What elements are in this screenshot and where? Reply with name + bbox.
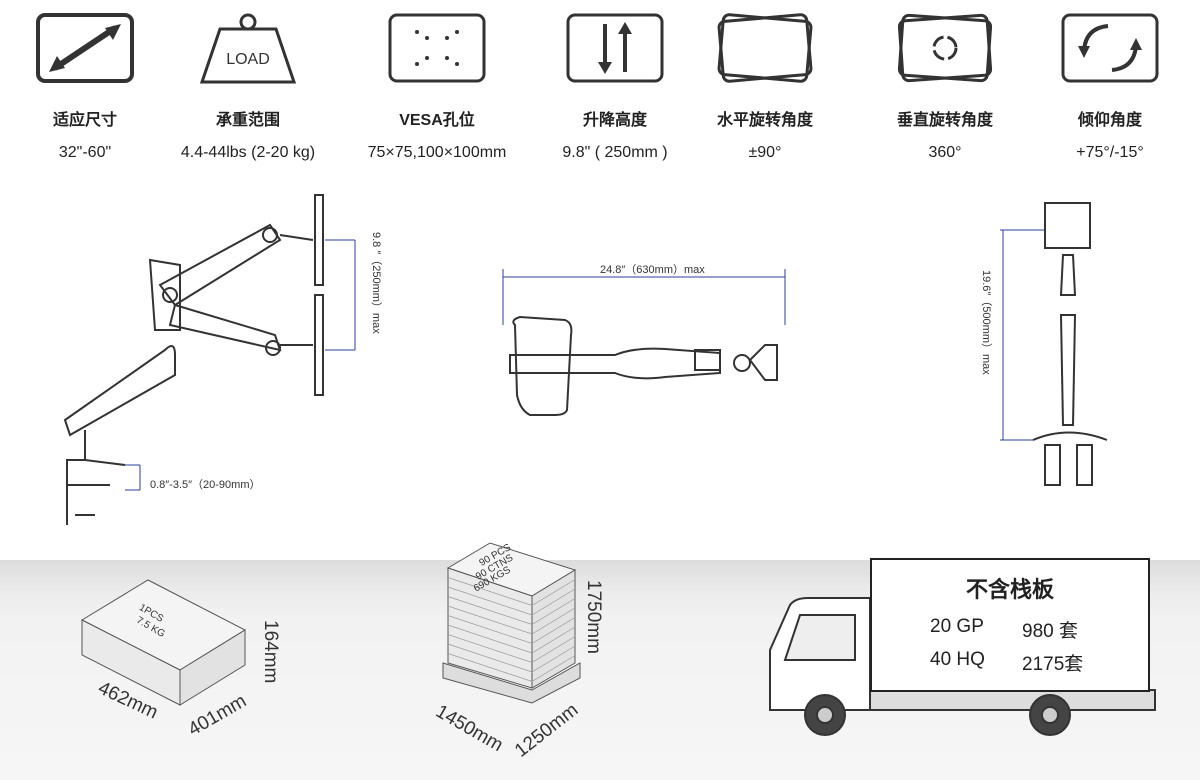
pallet-height: 1750mm <box>583 580 604 654</box>
spec-swivel: 水平旋转角度±90° <box>680 12 850 162</box>
pallet-stack-icon <box>442 542 581 704</box>
size-arrow-icon <box>36 13 134 83</box>
clamp-dimension-label: 0.8″-3.5″（20-90mm） <box>150 479 261 491</box>
pallet-layer-line <box>447 634 576 663</box>
pallet-layer-line <box>447 653 576 682</box>
reach-dimension-label: 24.8″（630mm）max <box>600 264 705 276</box>
height-dimension-label: 9.8 ″（250mm）max <box>370 232 382 334</box>
pallet-layer-line <box>447 615 576 644</box>
carton-box-icon <box>80 579 247 706</box>
pallet-layer-line <box>447 577 576 606</box>
pallet-layer-line <box>447 596 576 625</box>
pallet-layer-line <box>447 624 576 654</box>
pallet-layer-line <box>447 586 576 616</box>
side-view-diagram <box>63 194 356 525</box>
shipping-title: 不含栈板 <box>965 577 1054 602</box>
swivel-icon <box>717 13 813 83</box>
tilt-icon <box>1061 13 1159 83</box>
pole-height-dimension-label: 19.6″（500mm）max <box>980 270 992 375</box>
carton-height: 164mm <box>260 620 281 684</box>
pallet-layer-line <box>447 605 576 635</box>
height-adjust-icon <box>566 13 664 83</box>
front-view-diagram <box>1000 202 1108 486</box>
pallet-layer-line <box>447 643 576 673</box>
truck-icon <box>769 597 1156 736</box>
rotation-icon <box>897 13 993 83</box>
svg-text:LOAD: LOAD <box>226 51 270 68</box>
load-weight-icon: LOAD <box>199 13 297 84</box>
spec-tilt: 倾仰角度+75°/-15° <box>1025 12 1195 162</box>
top-view-diagram <box>502 269 786 416</box>
vesa-holes-icon <box>388 13 486 83</box>
